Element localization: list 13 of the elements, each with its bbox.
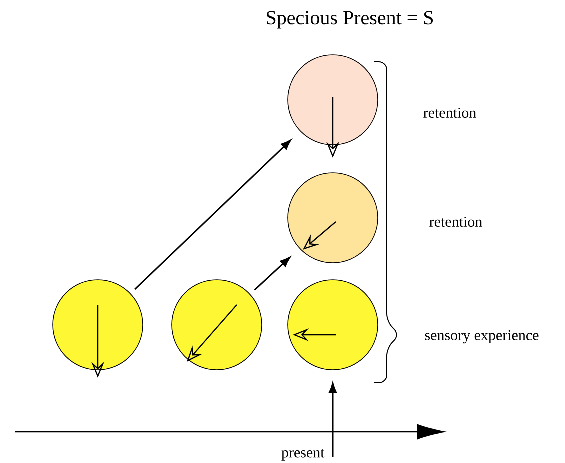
circle [52,280,144,370]
bracket-label: retention [424,108,476,118]
title: Specious Present = S [267,11,433,29]
bracket-label: sensory experience [425,330,539,344]
bracket-label: retention [430,216,482,228]
circle [288,54,378,146]
arrow [254,257,291,291]
axis-label: present [282,449,325,461]
arrow [134,140,292,290]
circle [288,172,378,264]
circle [172,280,262,370]
arrow [329,382,337,457]
circle [288,280,378,370]
